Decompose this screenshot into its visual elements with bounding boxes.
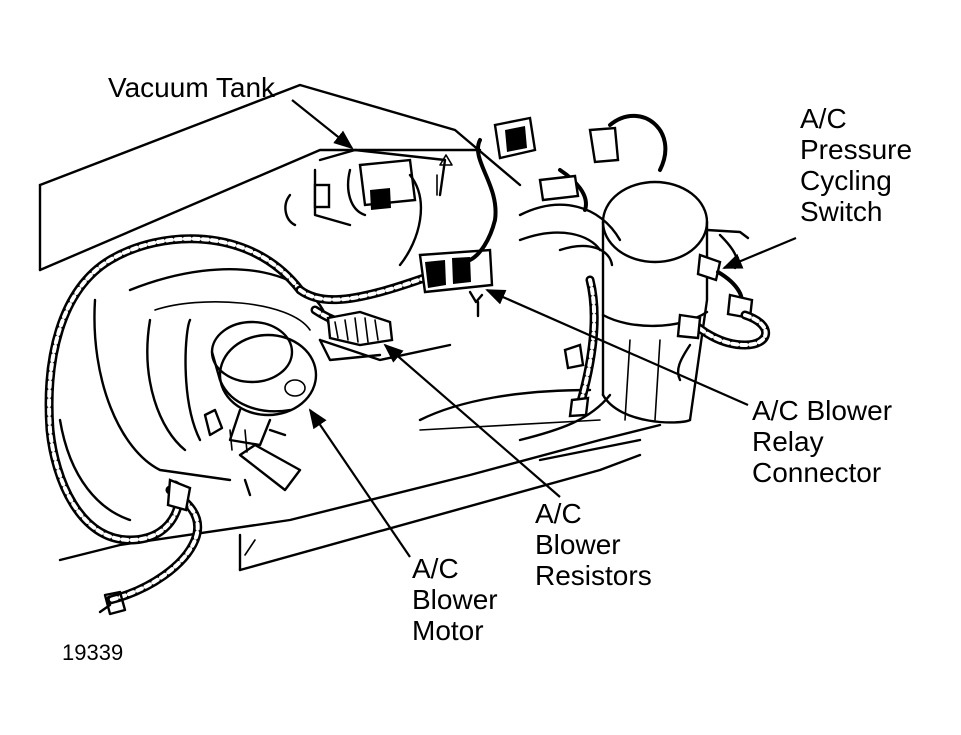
firewall-panel [38,83,662,572]
label-line: A/C Blower [752,395,893,426]
label-blower-resistors: A/C Blower Resistors [535,498,652,591]
label-line: A/C [412,553,459,584]
leader-pressure-switch [722,236,797,270]
accumulator-canister [518,180,750,424]
blower-housing [58,267,642,522]
canister-wire [563,275,599,418]
leader-relay-connector [485,288,749,407]
label-line: Blower [412,584,498,615]
label-line: A/C [800,103,847,134]
label-line: Motor [412,615,484,646]
label-line: Pressure [800,134,913,165]
label-line: Connector [752,457,882,488]
leader-blower-motor [308,408,411,558]
label-pressure-cycling-switch: A/C Pressure Cycling Switch [800,103,912,227]
label-line: Blower [535,529,621,560]
wiring-harness [44,234,455,605]
blower-motor-drawing [203,320,318,497]
pressure-cycling-switch [676,253,771,382]
label-line: Resistors [535,560,652,591]
label-vacuum-tank: Vacuum Tank [108,72,276,103]
relay-connector-drawing [358,158,494,318]
leader-lines [291,99,797,558]
blower-resistors-drawing [318,310,394,362]
leader-blower-resistors [383,343,561,498]
label-line: Switch [800,196,883,227]
label-blower-motor: A/C Blower Motor [412,553,498,646]
figure-number: 19339 [62,640,124,665]
harness-end-connector [98,478,192,616]
vacuum-tank [284,148,453,227]
leader-vacuum-tank [291,99,354,150]
label-blower-relay-connector: A/C Blower Relay Connector [752,395,892,488]
label-line: A/C [535,498,582,529]
label-line: Relay [752,426,824,457]
upper-connectors [468,113,668,262]
label-line: Cycling [800,165,892,196]
